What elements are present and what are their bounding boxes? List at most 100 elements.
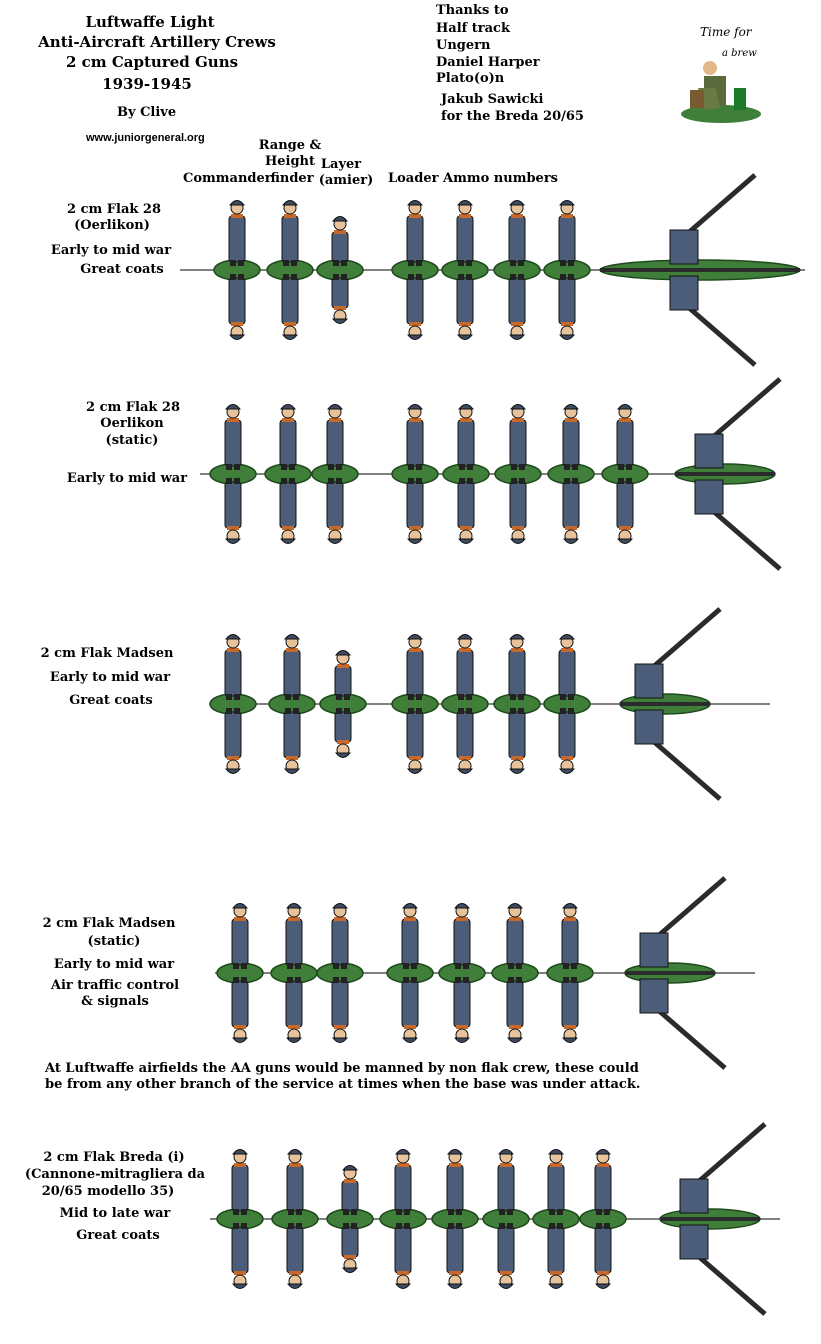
row4-label-5: & signals — [81, 994, 149, 1009]
crew-figure-mirror — [331, 977, 349, 1043]
crew-figure — [286, 1149, 304, 1215]
figure-base — [266, 259, 314, 281]
crew-figure-mirror — [406, 478, 424, 544]
row1-label-4: Great coats — [80, 262, 164, 277]
crew-figure — [224, 404, 242, 470]
crew-figure-mirror — [224, 708, 242, 774]
crew-figure-mirror — [281, 274, 299, 340]
crew-figure-mirror — [446, 1223, 464, 1289]
crew-figure-mirror — [231, 977, 249, 1043]
thanks-extra-2: for the Breda 20/65 — [441, 109, 584, 124]
figure-base — [547, 463, 595, 485]
crew-figure — [506, 903, 524, 969]
crew-figure-mirror — [224, 478, 242, 544]
figure-base — [326, 1208, 374, 1230]
crew-figure-mirror — [562, 478, 580, 544]
crew-figure-mirror — [497, 1223, 515, 1289]
figure-base — [442, 463, 490, 485]
crew-figure — [594, 1149, 612, 1215]
figure-base — [543, 259, 591, 281]
figure-base — [438, 962, 486, 984]
gun-model — [620, 607, 722, 801]
crew-figure — [283, 634, 301, 700]
crew-figure-mirror — [341, 1223, 359, 1273]
crew-figure — [446, 1149, 464, 1215]
site-url[interactable]: www.juniorgeneral.org — [86, 132, 205, 144]
thanks-line-3: Ungern — [436, 38, 491, 53]
crew-figure-mirror — [279, 478, 297, 544]
figure-base — [264, 463, 312, 485]
crew-figure — [406, 634, 424, 700]
crew-figure-mirror — [334, 708, 352, 758]
thanks-line-4: Daniel Harper — [436, 55, 540, 70]
crew-figure — [562, 404, 580, 470]
crew-figure-mirror — [506, 977, 524, 1043]
crew-figure — [231, 903, 249, 969]
crew-figure — [508, 200, 526, 266]
thanks-line-1: Thanks to — [436, 3, 509, 18]
crew-figure-mirror — [616, 478, 634, 544]
row3-label-1: 2 cm Flak Madsen — [40, 646, 174, 661]
row5-label-5: Great coats — [76, 1228, 160, 1243]
gun-model — [675, 377, 782, 571]
header-commander: Commander — [183, 171, 272, 186]
crew-figure-mirror — [508, 708, 526, 774]
row1-label-2: (Oerlikon) — [74, 218, 150, 233]
crew-figure-mirror — [453, 977, 471, 1043]
thanks-line-5: Plato(o)n — [436, 71, 505, 86]
figure-base — [491, 962, 539, 984]
header-range-finder-2: Height — [264, 154, 316, 169]
crew-figure — [406, 404, 424, 470]
figure-base — [482, 1208, 530, 1230]
figure-base — [441, 259, 489, 281]
crew-figure-mirror — [231, 1223, 249, 1289]
crew-figure — [228, 200, 246, 266]
time-for-a-brew-illustration — [681, 61, 761, 123]
crew-figure-mirror — [456, 274, 474, 340]
brew-caption-2: a brew — [722, 48, 757, 59]
crew-figure — [231, 1149, 249, 1215]
crew-figure — [497, 1149, 515, 1215]
crew-figure — [401, 903, 419, 969]
sheet-title-line-3: 2 cm Captured Guns — [65, 53, 239, 71]
sheet-title-line-1: Luftwaffe Light — [85, 13, 215, 31]
figure-base — [431, 1208, 479, 1230]
crew-figure — [331, 216, 349, 266]
crew-figure — [334, 650, 352, 700]
crew-figure — [281, 200, 299, 266]
crew-figure-mirror — [457, 478, 475, 544]
figure-base — [391, 693, 439, 715]
header-range-finder-1: Range & — [258, 138, 322, 153]
crew-figure-mirror — [285, 977, 303, 1043]
crew-figure-mirror — [283, 708, 301, 774]
crew-figure-mirror — [508, 274, 526, 340]
crew-figure-mirror — [401, 977, 419, 1043]
crew-figure-mirror — [558, 708, 576, 774]
crew-figure — [509, 404, 527, 470]
figure-base — [316, 259, 364, 281]
crew-figure-mirror — [456, 708, 474, 774]
figure-base — [546, 962, 594, 984]
crew-figure — [285, 903, 303, 969]
crew-figure — [561, 903, 579, 969]
header-layer-1: Layer — [320, 157, 362, 172]
figure-base — [316, 962, 364, 984]
figure-base — [270, 962, 318, 984]
figure-base — [493, 259, 541, 281]
crew-figure — [453, 903, 471, 969]
row3-label-2: Early to mid war — [49, 670, 171, 685]
row2-label-1: 2 cm Flak 28 — [86, 400, 180, 415]
crew-figure — [547, 1149, 565, 1215]
row4-label-3: Early to mid war — [53, 957, 175, 972]
crew-figure — [508, 634, 526, 700]
figure-base — [391, 463, 439, 485]
row2-label-3: (static) — [105, 433, 159, 448]
header-ammo-numbers: Ammo numbers — [443, 171, 558, 186]
crew-figure — [279, 404, 297, 470]
crew-figure — [331, 903, 349, 969]
gun-model — [660, 1122, 767, 1316]
gun-model — [625, 876, 727, 1070]
crew-figure — [558, 634, 576, 700]
crew-figure-mirror — [286, 1223, 304, 1289]
